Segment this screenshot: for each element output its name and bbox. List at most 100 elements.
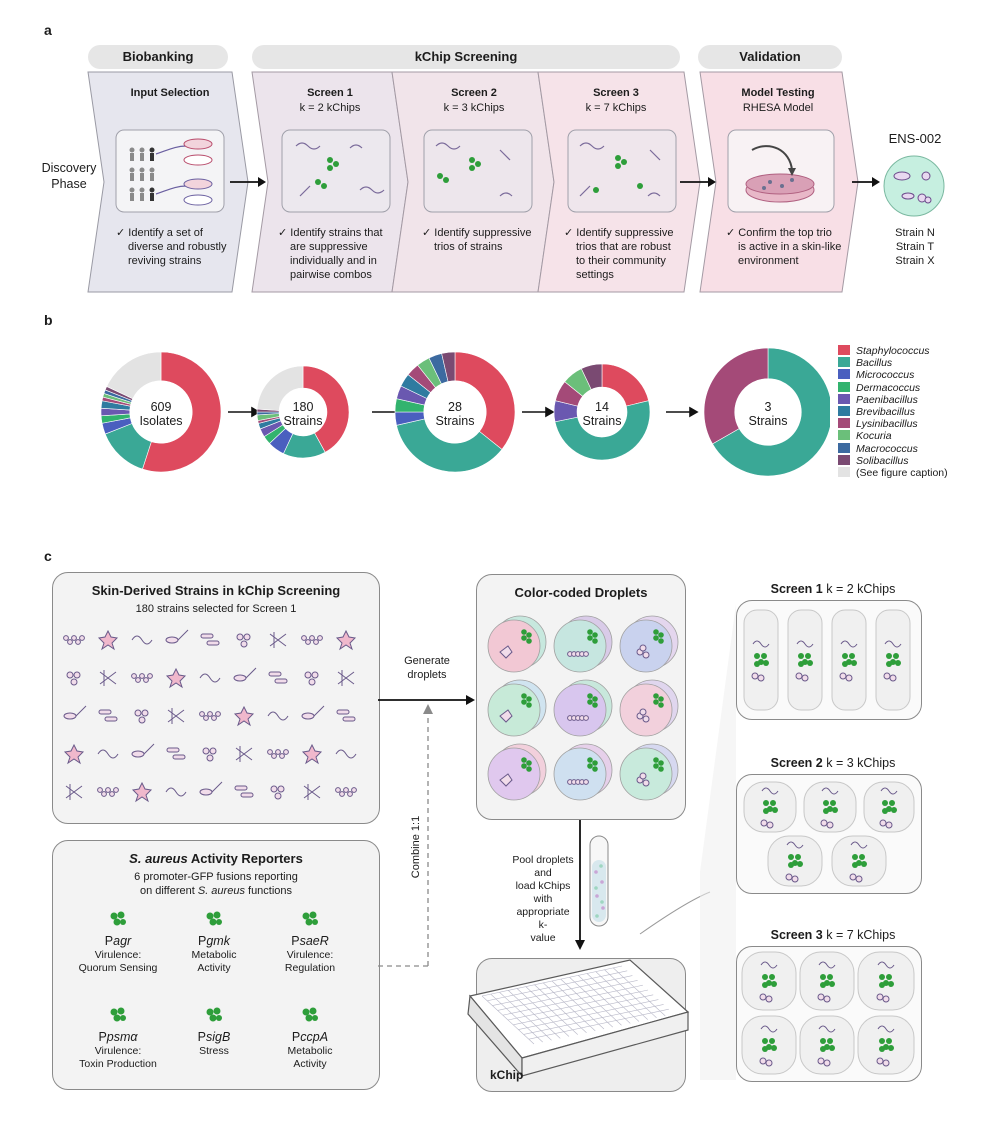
microbe <box>876 961 895 1003</box>
strain-icon <box>233 705 255 727</box>
discovery-phase-line1: Discovery <box>41 161 97 175</box>
reporter-desc: Virulence: <box>94 949 142 961</box>
screen3-k: k = 7 kChips <box>585 102 647 114</box>
legend-swatch <box>838 381 850 392</box>
strain-icon <box>335 749 357 759</box>
reporter-prefix: P <box>104 934 114 948</box>
skin-strains-title: Skin-Derived Strains in kChip Screening <box>91 583 341 598</box>
gfp-cluster <box>842 653 857 667</box>
strain-icon <box>63 635 85 645</box>
microbe <box>883 640 902 682</box>
microbe <box>751 640 770 682</box>
reporter-desc: Quorum Sensing <box>78 962 158 974</box>
microbe <box>760 787 779 829</box>
strain-icon <box>199 781 223 796</box>
panel-c-connectors <box>378 604 736 1080</box>
reporters-subtitle-italic: S. aureus <box>197 885 245 897</box>
strain-icon <box>167 708 185 724</box>
donut-unit: Strains <box>435 414 475 428</box>
legend-swatch <box>838 467 850 477</box>
legend-swatch <box>838 357 850 368</box>
chamber <box>787 609 823 711</box>
screen2-tile <box>423 129 533 213</box>
strain-icon <box>97 629 119 651</box>
legend-swatch <box>838 393 850 404</box>
input-selection-text-line: reviving strains <box>128 255 202 267</box>
reporter-gene: psmα <box>106 1030 138 1044</box>
gfp-cluster <box>653 693 664 708</box>
gfp-cluster <box>587 629 598 644</box>
screen3-text: ✓ Identify suppressive trios that are ro… <box>564 226 690 282</box>
strain-icon <box>166 747 186 760</box>
chamber <box>743 781 797 833</box>
screen2-zoom-title: Screen 2 k = 3 kChips <box>738 756 928 770</box>
microbe <box>499 709 513 723</box>
screen3-title: Screen 3 <box>593 87 639 99</box>
microbe <box>849 841 868 883</box>
chamber <box>741 1015 797 1075</box>
reporter-gene: gmk <box>206 934 230 948</box>
strain-icon <box>134 709 149 724</box>
strain-icon <box>199 711 221 721</box>
input-selection-text: ✓ Identify a set of diverse and robustly… <box>116 226 236 268</box>
generate-droplets-label: Generate droplets <box>396 654 458 682</box>
microbe <box>636 644 650 659</box>
reporter-psma: Ppsmα Virulence: Toxin Production <box>70 1006 166 1071</box>
microbe <box>839 640 858 682</box>
microbe <box>820 787 839 829</box>
kchip-grid-line <box>481 965 623 997</box>
strain-icon <box>97 749 119 759</box>
donut-count: 28 <box>448 400 462 414</box>
panel-label-a: a <box>44 22 52 38</box>
legend-swatch <box>838 345 850 355</box>
chamber <box>863 781 915 833</box>
strain-icon <box>200 633 220 646</box>
legend-label: Dermacoccus <box>856 381 921 394</box>
chamber <box>875 609 911 711</box>
generate-droplets-line: Generate <box>404 655 450 667</box>
reporters-title-italic: S. aureus <box>129 851 188 866</box>
reporters-title: S. aureus Activity Reporters <box>52 852 380 866</box>
strain-icon <box>336 709 356 722</box>
gfp-cluster-icon <box>110 1007 126 1022</box>
legend-item: Brevibacillus <box>838 406 915 418</box>
pool-line: appropriate k- <box>516 906 570 931</box>
strain-icon <box>303 784 321 800</box>
reporter-desc: Virulence: <box>94 1045 142 1057</box>
reporter-gmk: Pgmk Metabolic Activity <box>166 910 262 975</box>
kchip-device <box>467 959 690 1078</box>
gfp-cluster-icon <box>110 911 126 926</box>
reporter-sigb: PsigB Stress <box>166 1006 262 1058</box>
model-testing-subtitle: RHESA Model <box>742 102 814 114</box>
donut-count: 14 <box>595 400 609 414</box>
screen3-text-line: to their community <box>576 255 666 267</box>
strain-icon <box>131 673 153 683</box>
gfp-cluster <box>754 653 769 667</box>
screen-zoom-name: Screen 2 <box>770 756 823 770</box>
donut-label-180: 180 Strains <box>272 400 334 428</box>
screen3-text-line: ✓ Identify suppressive <box>564 227 674 239</box>
gfp-cluster <box>653 757 664 772</box>
microbe <box>795 640 814 682</box>
donut-hole <box>279 388 327 436</box>
discovery-phase-label: Discovery Phase <box>34 160 104 192</box>
strain-icon <box>269 632 287 648</box>
gfp-cluster <box>788 854 803 868</box>
legend-item: Staphylococcus <box>838 345 930 357</box>
donut-chart <box>553 363 651 461</box>
droplet <box>487 679 547 737</box>
droplet <box>619 743 679 801</box>
donut-chart <box>394 351 516 473</box>
legend-label: Paenibacillus <box>856 393 918 406</box>
legend-label: Solibacillus <box>856 454 909 467</box>
strain-icon <box>131 635 153 645</box>
screen1-text-line: individually and in <box>290 255 377 267</box>
reporters-panel <box>52 840 380 1090</box>
reporter-name: PsaeR <box>262 933 358 949</box>
microbe <box>499 645 513 659</box>
microbe <box>759 1025 778 1067</box>
screen-zoom-name: Screen 1 <box>770 582 823 596</box>
strain-icon <box>98 709 118 722</box>
kchip-grid-line <box>513 994 654 1026</box>
chamber <box>803 781 857 833</box>
